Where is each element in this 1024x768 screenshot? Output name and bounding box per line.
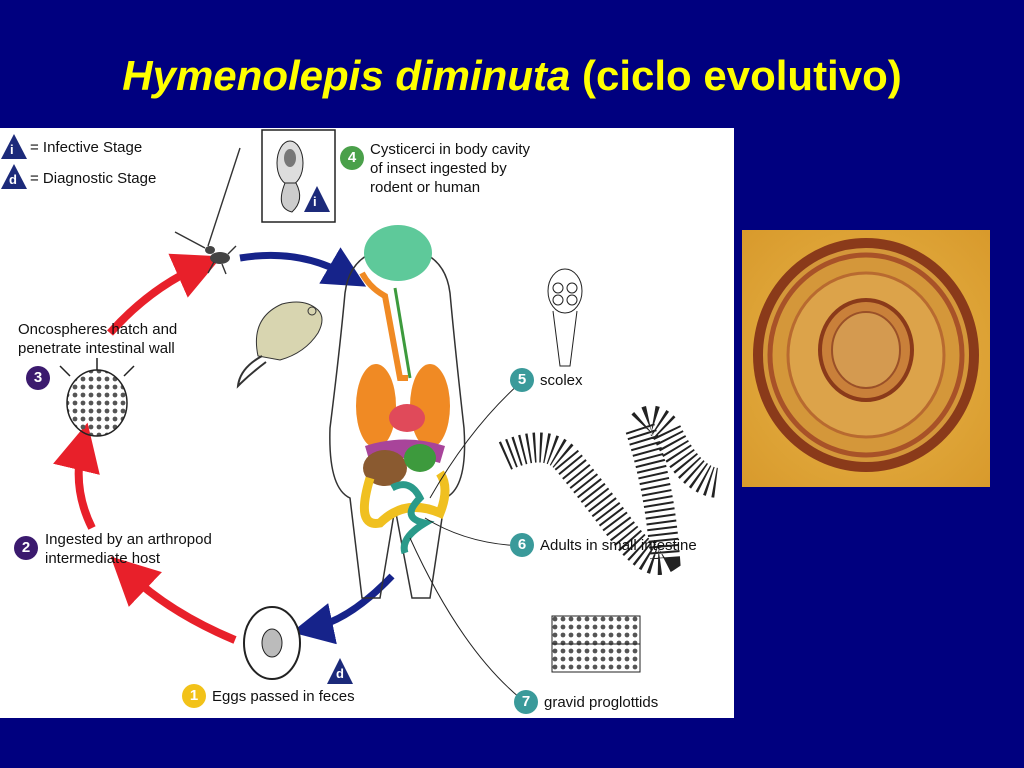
- life-cycle-diagram: i d = Infective Stage = Diagnostic Stage…: [0, 128, 734, 718]
- stage-1-badge: 1: [182, 684, 206, 708]
- title-species: Hymenolepis diminuta: [122, 52, 571, 99]
- infective-stage-triangle-icon: [1, 134, 27, 159]
- insect-icon: [174, 147, 241, 275]
- arrow-host-to-egg: [291, 573, 395, 645]
- diagnostic-symbol: d: [9, 172, 17, 187]
- stage-5-label: scolex: [540, 372, 583, 389]
- stage-4-line-3: rodent or human: [370, 179, 481, 196]
- stage-2-line-1: Ingested by an arthropod: [45, 531, 212, 548]
- legend-infective-label: = Infective Stage: [30, 139, 143, 156]
- oncosphere-icon: [59, 358, 135, 437]
- rat-icon: [236, 301, 323, 389]
- scolex-icon: [547, 268, 583, 367]
- infective-marker-triangle-icon: [304, 186, 330, 212]
- stage-7-label: gravid proglottids: [544, 694, 659, 711]
- legend-diagnostic-label: = Diagnostic Stage: [30, 170, 157, 187]
- stage-3-line-1: Oncospheres hatch and: [18, 321, 178, 338]
- human-body-icon: [329, 225, 466, 599]
- stage-5-badge: 5: [510, 368, 534, 392]
- stage-1-label: Eggs passed in feces: [212, 688, 355, 705]
- stage-2-badge: 2: [14, 536, 38, 560]
- stage-4-line-1: Cysticerci in body cavity: [370, 141, 531, 158]
- diagnostic-marker-symbol: d: [336, 666, 344, 681]
- title-subtitle: (ciclo evolutivo): [570, 52, 902, 99]
- diagnostic-stage-triangle-icon: [1, 164, 27, 189]
- stage-4-badge: 4: [340, 146, 364, 170]
- infective-marker-symbol: i: [313, 194, 317, 209]
- egg-icon: [243, 606, 301, 680]
- slide-title: Hymenolepis diminuta (ciclo evolutivo): [0, 52, 1024, 100]
- stage-2-line-2: intermediate host: [45, 550, 161, 567]
- diagnostic-marker-triangle-icon: [327, 658, 353, 684]
- infective-symbol: i: [10, 142, 14, 157]
- stage-3-line-2: penetrate intestinal wall: [18, 340, 175, 357]
- life-cycle-illustration: [1, 129, 722, 699]
- arrow-stage3-to-2: [53, 422, 100, 530]
- stage-4-label: Cysticerci in body cavity of insect inge…: [370, 140, 530, 197]
- gravid-proglottids-icon: [551, 615, 641, 673]
- stage-3-label: Oncospheres hatch and penetrate intestin…: [18, 320, 177, 358]
- adult-worm-icon: [498, 405, 722, 575]
- stage-3-badge: 3: [26, 366, 50, 390]
- arrow-stage3-to-4: [107, 253, 222, 336]
- stage-7-badge: 7: [514, 690, 538, 714]
- egg-micrograph-image: [742, 230, 990, 487]
- arrow-stage2-to-1: [110, 556, 237, 644]
- pointer-line-scolex: [429, 382, 521, 499]
- arrow-insect-to-host: [239, 247, 367, 287]
- stage-6-label: Adults in small intestine: [540, 537, 697, 554]
- stage-4-line-2: of insect ingested by: [370, 160, 507, 177]
- stage-6-badge: 6: [510, 533, 534, 557]
- pointer-line-proglottids: [409, 537, 521, 699]
- stage-2-label: Ingested by an arthropod intermediate ho…: [45, 530, 212, 568]
